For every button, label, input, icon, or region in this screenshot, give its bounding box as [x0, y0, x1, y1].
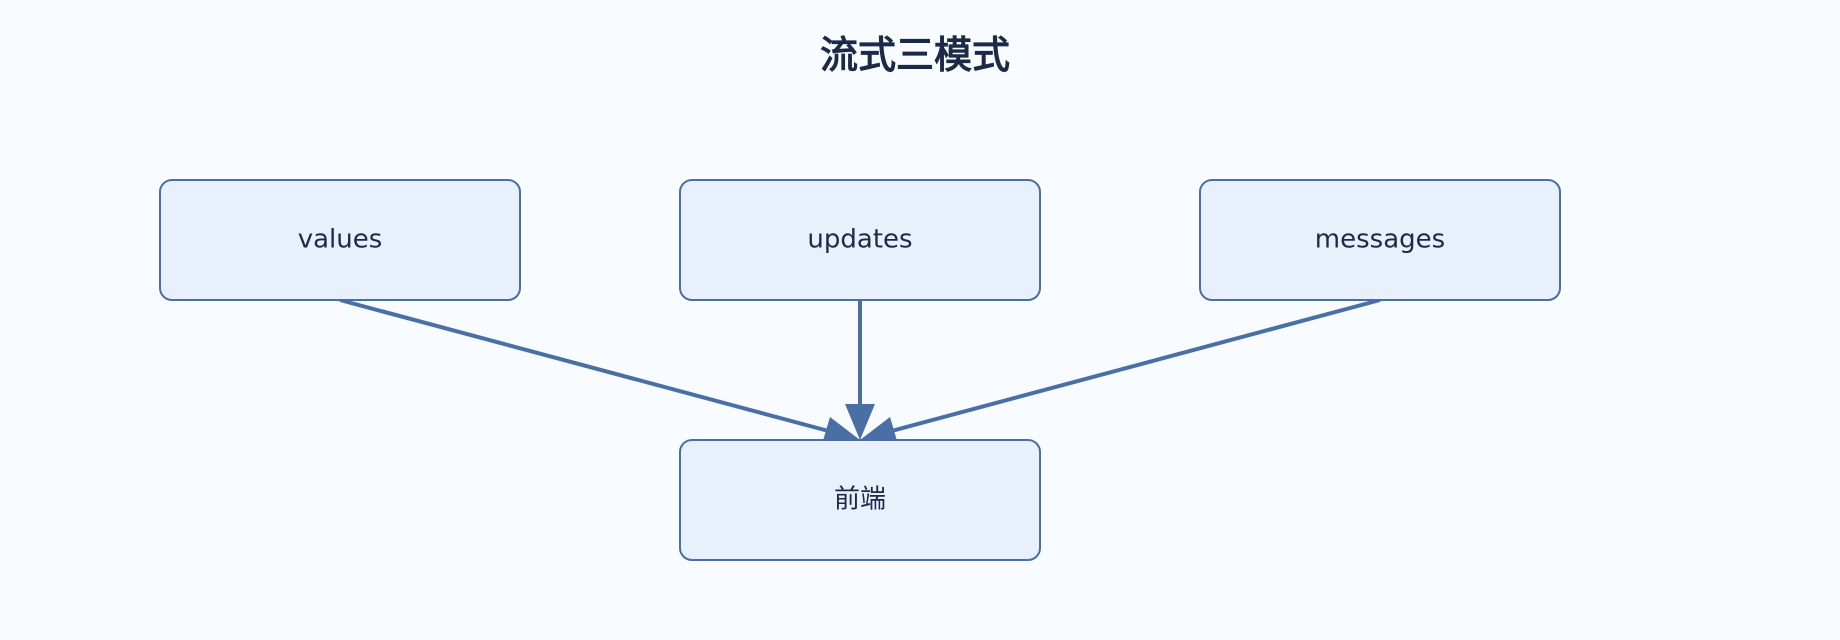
node-box: [679, 439, 1041, 561]
node-box: [679, 179, 1041, 301]
diagram-title: 流式三模式: [820, 33, 1010, 77]
node-label: messages: [1315, 225, 1445, 255]
node-label: values: [298, 225, 383, 255]
edge-line: [883, 298, 1381, 435]
node-label: updates: [807, 225, 912, 255]
edge-updates-to-frontend: [845, 300, 875, 440]
edges-layer: [339, 298, 1381, 444]
node-label: 前端: [834, 485, 886, 515]
edge-values-to-frontend: [339, 298, 860, 444]
edge-line: [339, 298, 837, 435]
arrow-head: [845, 404, 875, 440]
edge-messages-to-frontend: [860, 298, 1381, 444]
node-frontend: 前端: [679, 439, 1041, 561]
arrow-head: [860, 417, 898, 444]
node-box: [159, 179, 521, 301]
node-box: [1199, 179, 1561, 301]
node-updates: updates: [679, 179, 1041, 301]
arrow-head: [822, 417, 860, 444]
node-values: values: [159, 179, 521, 301]
node-messages: messages: [1199, 179, 1561, 301]
